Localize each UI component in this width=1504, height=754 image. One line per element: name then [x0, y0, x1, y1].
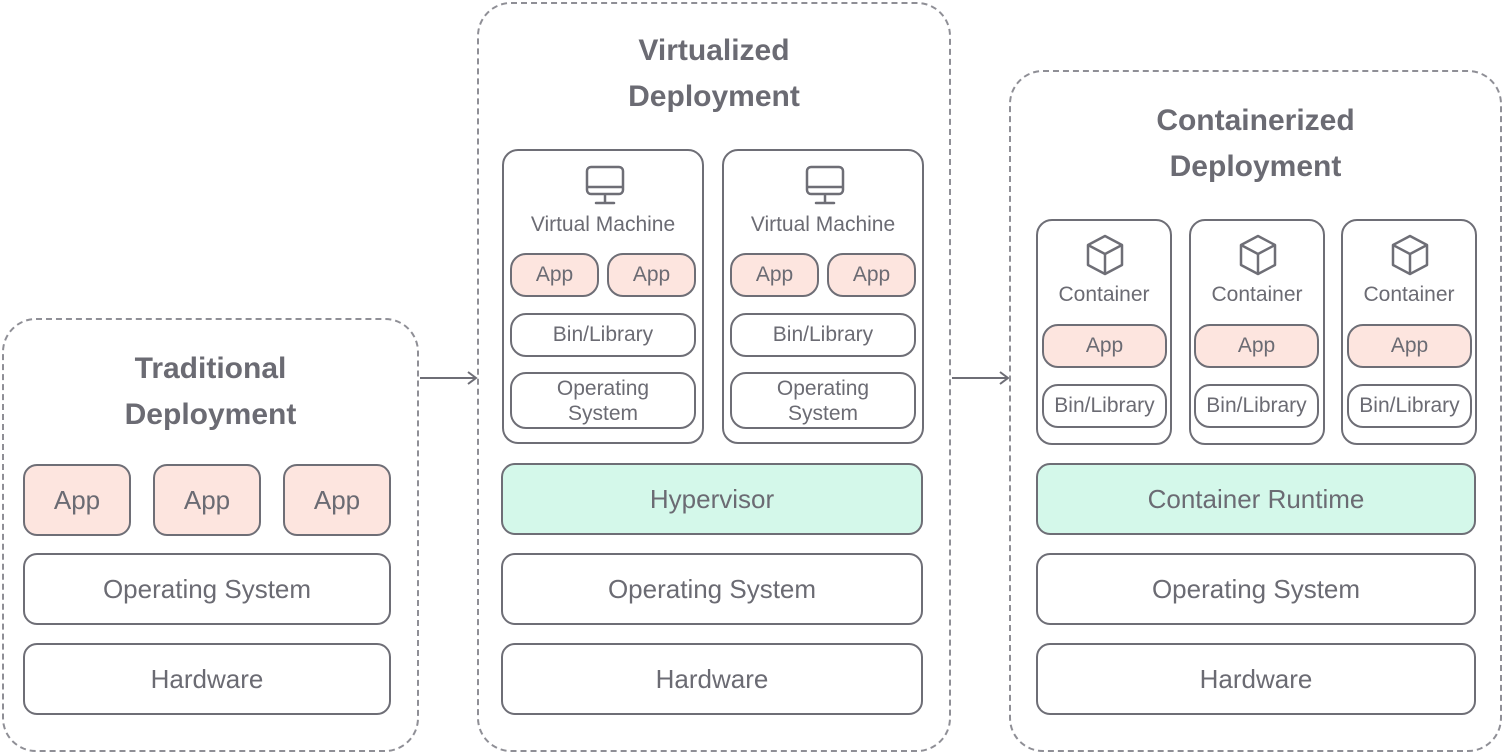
container-label: Container	[1211, 283, 1303, 306]
containerized-deployment-title: Containerized Deployment	[1156, 104, 1355, 183]
container2-app: App	[1194, 324, 1319, 368]
arrow-virtualized-to-containerized	[952, 371, 1010, 385]
traditional-app-1: App	[23, 464, 131, 536]
container1-app: App	[1042, 324, 1167, 368]
monitor-icon	[585, 165, 625, 205]
containerized-hardware: Hardware	[1036, 643, 1476, 715]
vm1-operating-system: Operating System	[510, 372, 696, 429]
virtualized-deployment-title: Virtualized Deployment	[628, 34, 800, 113]
hypervisor: Hypervisor	[501, 463, 923, 535]
traditional-hardware: Hardware	[23, 643, 391, 715]
cube-icon	[1391, 234, 1429, 276]
monitor-icon	[805, 165, 845, 205]
traditional-deployment-panel: Traditional Deployment	[2, 318, 419, 752]
vm2-operating-system: Operating System	[730, 372, 916, 429]
vm2-app-2: App	[827, 253, 916, 297]
vm1-app-1: App	[510, 253, 599, 297]
traditional-deployment-title: Traditional Deployment	[124, 352, 297, 431]
container1-bin-library: Bin/Library	[1042, 384, 1167, 428]
container3-bin-library: Bin/Library	[1347, 384, 1472, 428]
vm1-app-2: App	[607, 253, 696, 297]
container3-app: App	[1347, 324, 1472, 368]
containerized-deployment-panel: Containerized Deployment	[1009, 70, 1502, 752]
container-label: Container	[1363, 283, 1455, 306]
traditional-operating-system: Operating System	[23, 553, 391, 625]
traditional-app-3: App	[283, 464, 391, 536]
vm2-app-1: App	[730, 253, 819, 297]
arrow-traditional-to-virtualized	[420, 371, 478, 385]
virtual-machine-label: Virtual Machine	[530, 213, 676, 236]
virtualized-operating-system: Operating System	[501, 553, 923, 625]
cube-icon	[1086, 234, 1124, 276]
virtualized-deployment-panel: Virtualized Deployment	[477, 2, 951, 752]
container-label: Container	[1058, 283, 1150, 306]
container-runtime: Container Runtime	[1036, 463, 1476, 535]
container2-bin-library: Bin/Library	[1194, 384, 1319, 428]
virtual-machine-label: Virtual Machine	[750, 213, 896, 236]
vm2-bin-library: Bin/Library	[730, 313, 916, 357]
vm1-bin-library: Bin/Library	[510, 313, 696, 357]
containerized-operating-system: Operating System	[1036, 553, 1476, 625]
virtualized-hardware: Hardware	[501, 643, 923, 715]
cube-icon	[1239, 234, 1277, 276]
traditional-app-2: App	[153, 464, 261, 536]
